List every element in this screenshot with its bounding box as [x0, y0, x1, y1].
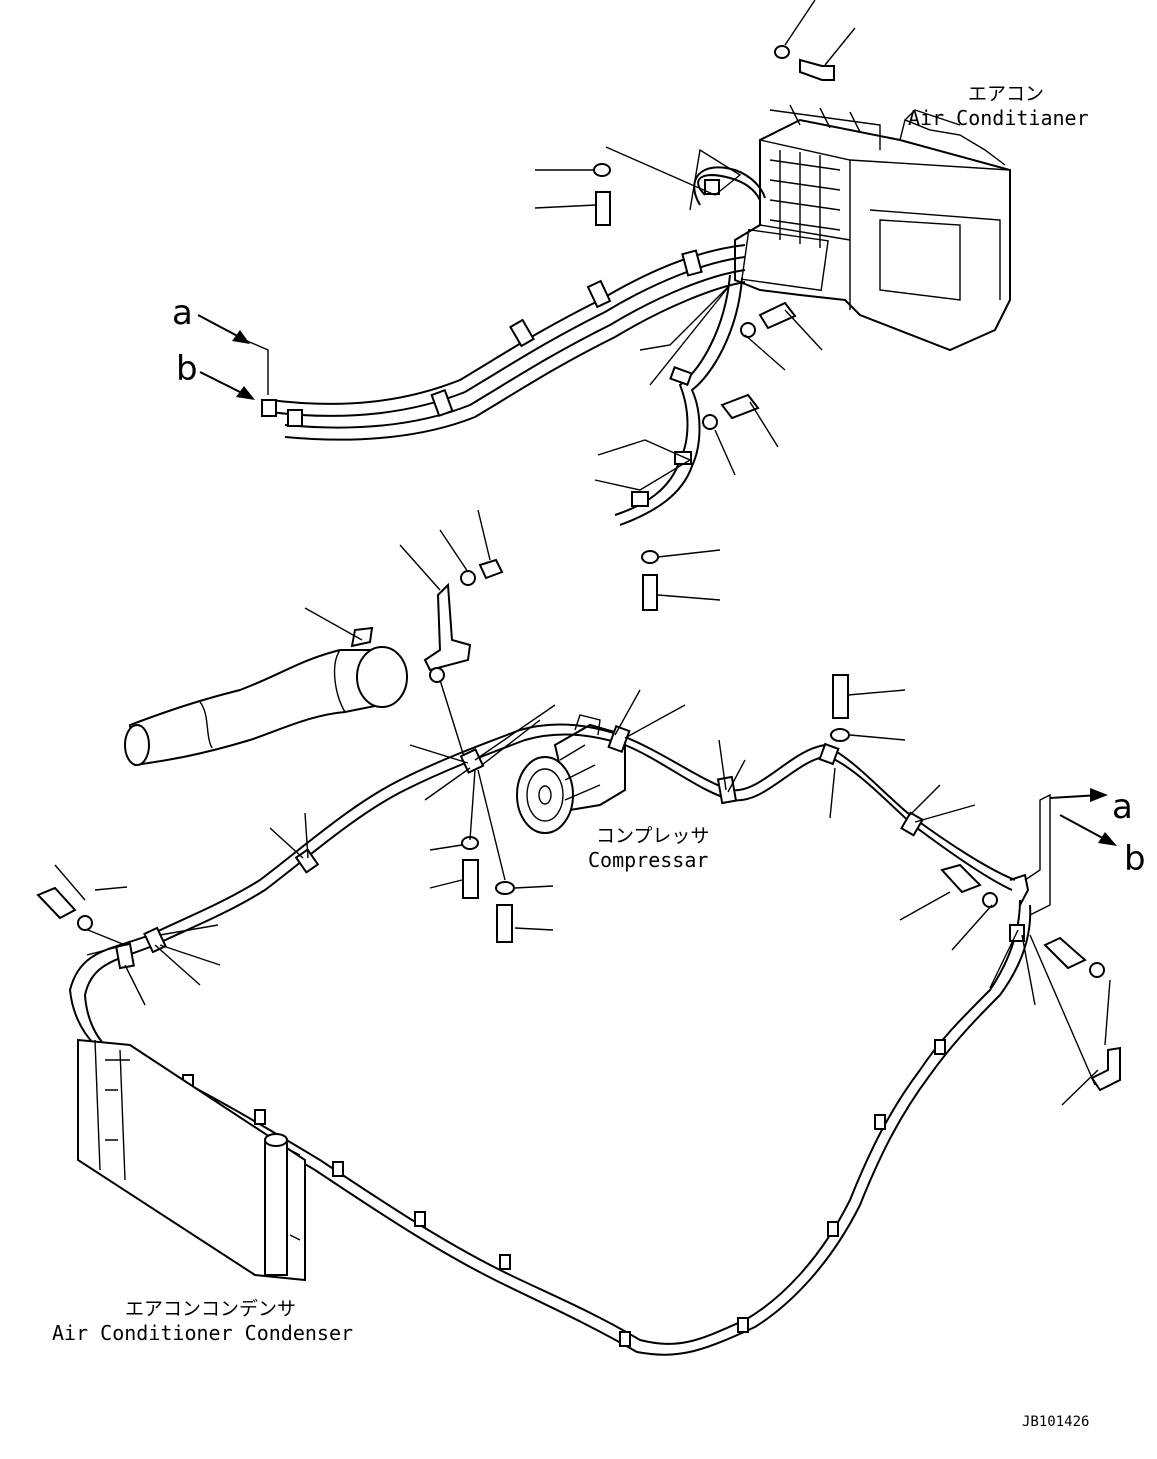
lower-leader-lines [54, 689, 1111, 1106]
marker-a-lower: a [1112, 787, 1133, 827]
upper-hoses [261, 166, 766, 526]
air-conditioner-label-en: Air Conditianer [908, 106, 1089, 130]
compressor [516, 714, 626, 834]
marker-a-upper: a [172, 293, 193, 333]
condenser [77, 1038, 306, 1282]
bracket [423, 558, 504, 683]
lower-connection-arrows: a b [1024, 787, 1146, 916]
compressor-label-en: Compressar [588, 848, 708, 872]
drawing-number: JB101426 [1022, 1414, 1089, 1430]
bracket-leader-lines [304, 509, 491, 761]
marker-b-lower: b [1124, 839, 1146, 879]
air-conditioner-unit [734, 104, 1011, 352]
condenser-label-jp: エアコンコンデンサ [125, 1298, 296, 1320]
upper-connection-arrows: a b [172, 293, 269, 400]
engine-pipe [124, 626, 408, 767]
upper-leader-lines [534, 0, 856, 601]
compressor-label-jp: コンプレッサ [596, 825, 709, 847]
marker-b-upper: b [176, 349, 198, 389]
air-conditioner-label-jp: エアコン [968, 83, 1044, 105]
lower-fasteners [36, 674, 1121, 1092]
condenser-label-en: Air Conditioner Condenser [52, 1321, 353, 1345]
